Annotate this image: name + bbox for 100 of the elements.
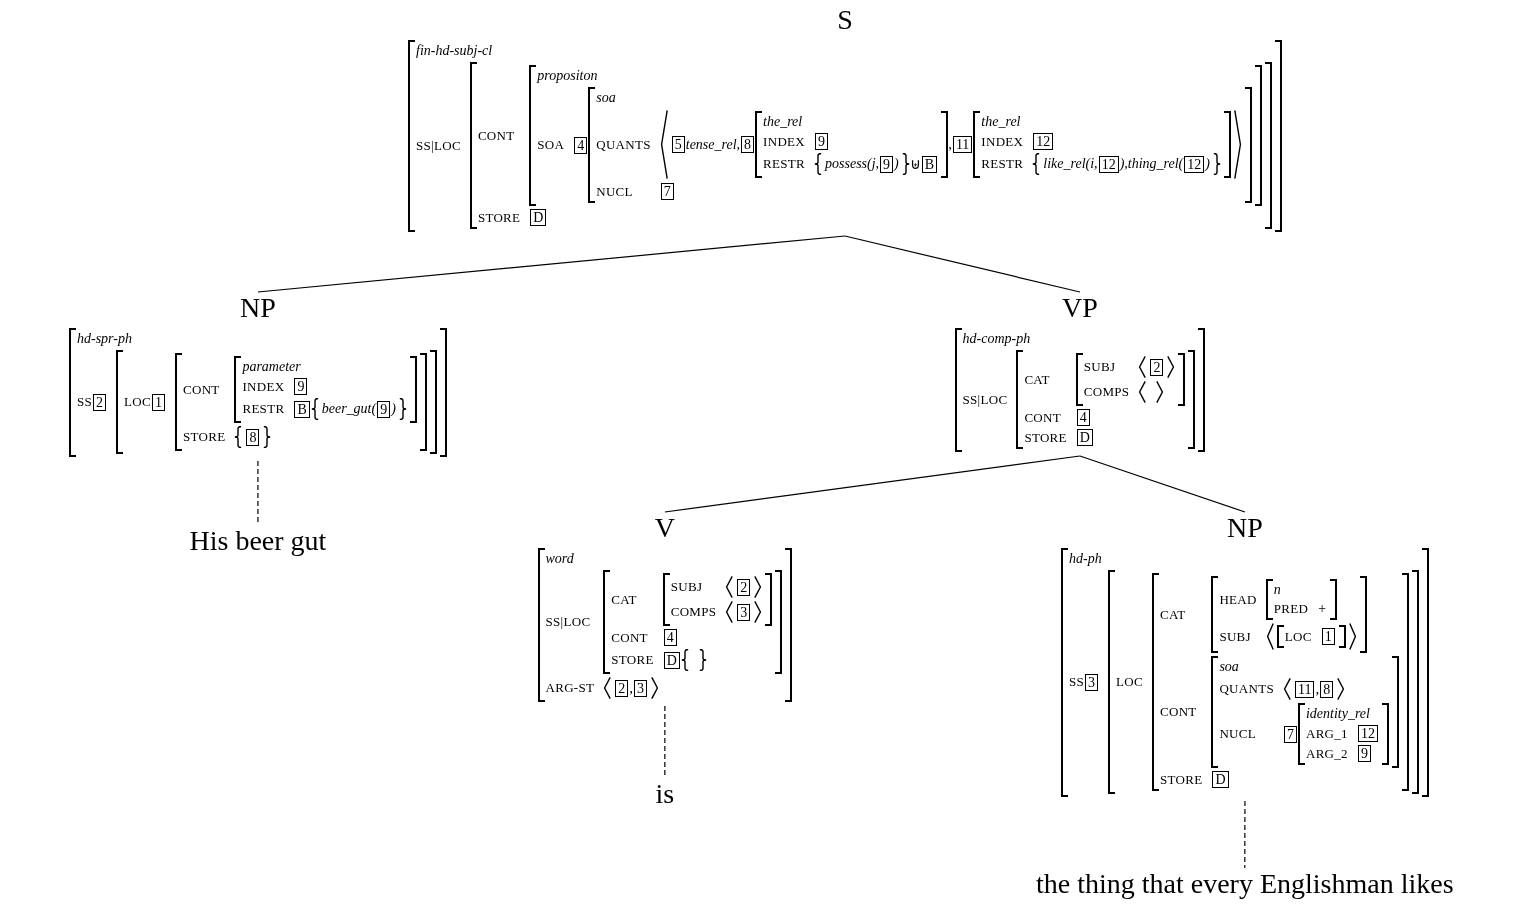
category-label: S: [837, 4, 853, 36]
type-name: word: [545, 551, 574, 567]
feature-name: CAT: [1159, 606, 1186, 623]
avm-symbol: ,: [948, 136, 952, 153]
feature-name: INDEX: [981, 133, 1024, 150]
category-label: NP: [240, 292, 276, 324]
type-name: soa: [596, 90, 616, 106]
feature-name: HEAD: [1219, 591, 1257, 608]
feature-name: QUANTS: [596, 136, 651, 153]
structure-tag: 12: [1098, 155, 1119, 173]
type-name: soa: [1219, 659, 1239, 675]
feature-name: CAT: [1024, 371, 1050, 388]
word-label: His beer gut: [189, 525, 327, 557]
feature-name: CAT: [611, 591, 637, 608]
feature-name: CONT: [477, 127, 515, 144]
feature-name: SS|LOC: [962, 391, 1008, 408]
feature-name: QUANTS: [1219, 681, 1274, 697]
structure-tag: 9: [880, 155, 894, 173]
feature-name: SS|LOC: [416, 137, 461, 154]
feature-name: INDEX: [763, 133, 805, 150]
structure-tag: 1: [1321, 628, 1335, 645]
type-name: hd-spr-ph: [77, 331, 132, 347]
structure-tag: B: [294, 400, 310, 418]
type-name: hd-comp-ph: [962, 331, 1031, 347]
tree-branch: [257, 235, 846, 293]
word-label: the thing that every Englishman likes: [1036, 868, 1454, 900]
feature-name: SUBJ: [1083, 359, 1116, 375]
structure-tag: 12: [1357, 725, 1378, 742]
structure-tag: 4: [1076, 409, 1090, 426]
structure-tag: 3: [737, 603, 751, 621]
relation-text: ): [391, 401, 396, 417]
structure-tag: B: [921, 155, 938, 173]
category-label: VP: [1062, 292, 1098, 324]
feature-name: NUCL: [1219, 726, 1256, 742]
type-name: identity_rel: [1305, 706, 1370, 722]
tree-branch: [844, 235, 1081, 293]
structure-tag: 4: [574, 136, 588, 154]
feature-name: SUBJ: [670, 579, 703, 595]
feature-name: ARG_2: [1305, 745, 1348, 762]
structure-tag: 9: [294, 378, 308, 395]
avm-symbol: ⊎: [909, 155, 921, 173]
feature-name: RESTR: [981, 156, 1024, 172]
feature-name: RESTR: [763, 156, 806, 172]
structure-tag: 9: [377, 400, 391, 418]
feature-name: RESTR: [242, 401, 285, 417]
feature-name: LOC: [124, 394, 151, 410]
type-name: the_rel: [981, 114, 1021, 130]
structure-tag: 8: [1320, 680, 1334, 698]
structure-tag: 5: [671, 136, 685, 153]
feature-name: INDEX: [242, 378, 285, 395]
structure-tag: 11: [952, 136, 973, 153]
structure-tag: 2: [737, 578, 751, 596]
feature-name: CONT: [182, 381, 220, 398]
structure-tag: 7: [660, 183, 674, 200]
type-name: hd-ph: [1069, 551, 1102, 567]
word-label: is: [655, 778, 675, 810]
category-label: NP: [1227, 512, 1263, 544]
structure-tag: 9: [815, 133, 829, 150]
structure-tag: 7: [1283, 725, 1297, 743]
feature-name: SOA: [537, 137, 565, 153]
type-name: n: [1273, 582, 1281, 598]
feature-name: CONT: [1159, 704, 1197, 720]
feature-name: ARG-ST: [545, 680, 595, 696]
feature-name: COMPS: [670, 604, 717, 620]
feature-name: NUCL: [596, 183, 633, 200]
relation-text: like_rel(i,: [1043, 156, 1098, 172]
avm-symbol: ,: [629, 679, 633, 697]
structure-tag: D: [1212, 771, 1229, 788]
type-name: parameter: [242, 359, 301, 375]
structure-tag: D: [1076, 429, 1093, 446]
structure-tag: 8: [246, 428, 260, 446]
structure-tag: 12: [1184, 155, 1205, 173]
feature-name: COMPS: [1083, 384, 1130, 400]
feature-name: SUBJ: [1219, 628, 1251, 645]
feature-name: CONT: [611, 629, 648, 646]
structure-tag: 2: [615, 679, 629, 697]
structure-tag: 1: [151, 393, 165, 411]
relation-text: ): [1205, 156, 1210, 172]
dashed-tree-branch: [1244, 800, 1246, 869]
tree-branch: [1079, 455, 1246, 513]
relation-text: possess(j,: [825, 156, 880, 172]
structure-tag: D: [663, 651, 680, 669]
feature-name: STORE: [1159, 771, 1203, 788]
structure-tag: D: [530, 209, 547, 226]
relation-text: tense_rel,: [685, 136, 741, 153]
feature-name: PRED: [1273, 601, 1309, 617]
category-label: V: [654, 512, 675, 544]
feature-name: ARG_1: [1305, 725, 1348, 742]
feature-name: SS: [77, 394, 93, 410]
type-name: propositon: [537, 68, 598, 84]
structure-tag: 4: [663, 629, 677, 646]
relation-text: ),thing_rel(: [1119, 156, 1184, 172]
relation-text: beer_gut(: [321, 401, 377, 417]
structure-tag: 11: [1294, 680, 1315, 698]
structure-tag: 3: [1085, 673, 1099, 691]
structure-tag: 8: [741, 136, 755, 153]
feature-name: STORE: [477, 209, 521, 226]
avm-symbol: ,: [1315, 680, 1320, 698]
feature-name: STORE: [611, 652, 654, 668]
tree-branch: [664, 455, 1081, 513]
